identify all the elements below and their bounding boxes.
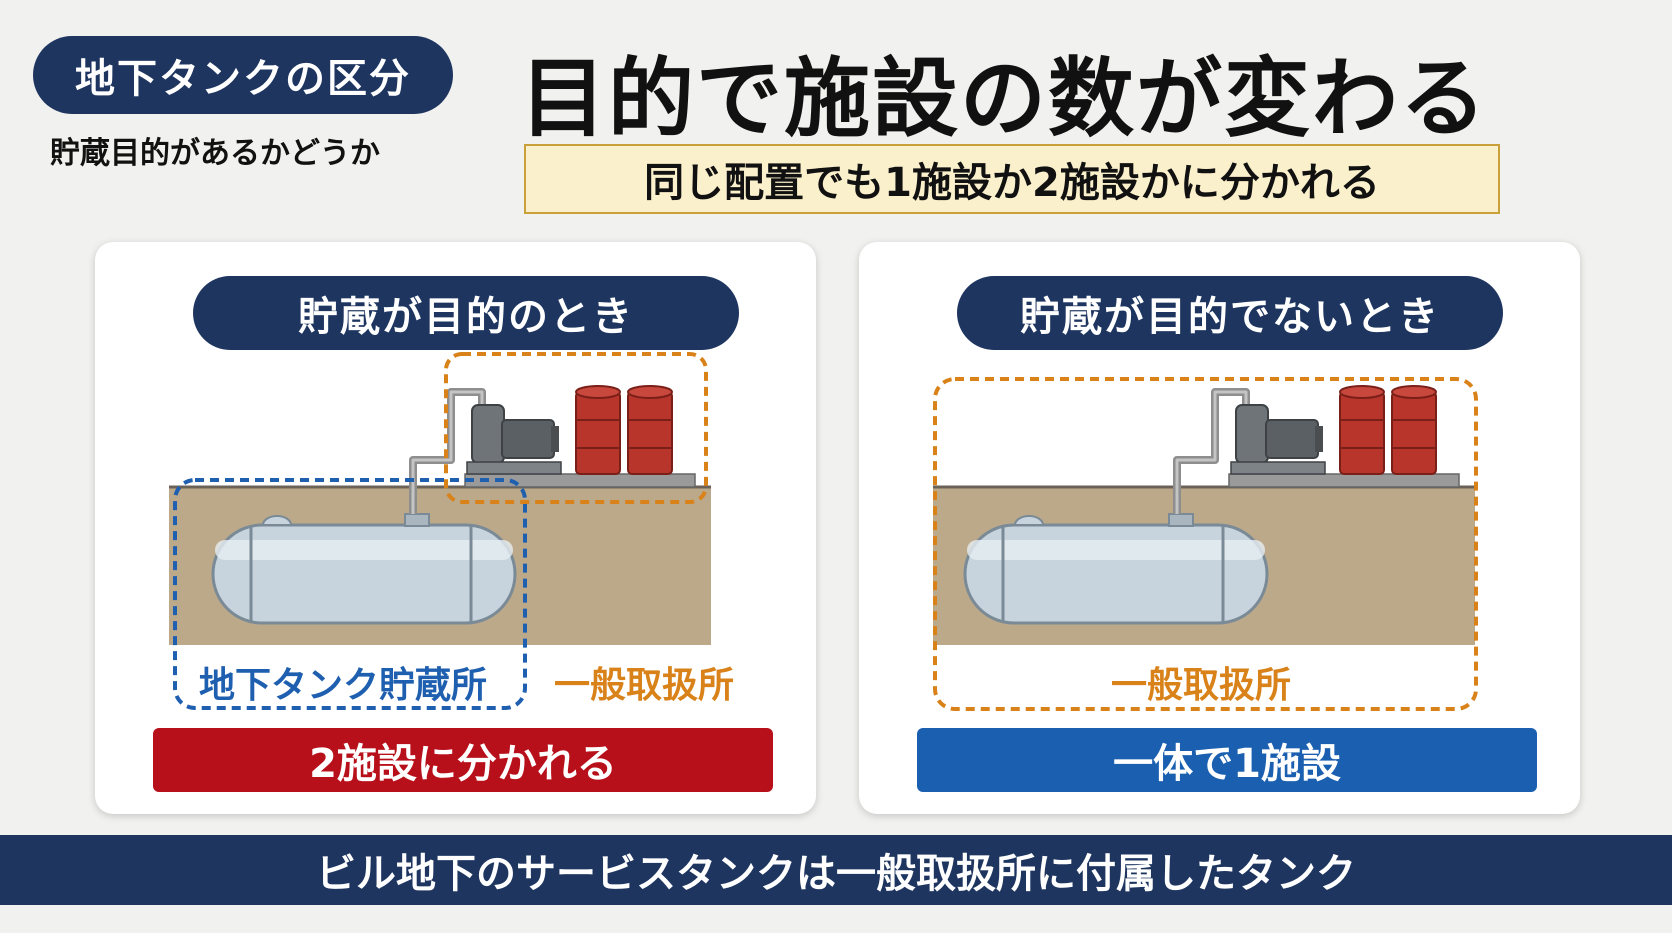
panel-storage-purpose: 貯蔵が目的のとき — [95, 242, 816, 814]
panel-non-storage-purpose: 貯蔵が目的でないとき — [859, 242, 1580, 814]
storage-diagram — [169, 352, 711, 710]
non-storage-diagram — [933, 377, 1478, 711]
general-handling-boundary — [444, 352, 708, 504]
subtitle-banner: 同じ配置でも1施設か2施設かに分かれる — [524, 144, 1500, 214]
page-title: 目的で施設の数が変わる — [520, 49, 1488, 149]
general-handling-label: 一般取扱所 — [1111, 665, 1292, 706]
drum-icon — [1391, 385, 1437, 475]
underground-tank-icon — [963, 513, 1269, 625]
footer-note: ビル地下のサービスタンクは一般取扱所に付属したタンク — [0, 835, 1672, 905]
general-handling-label: 一般取扱所 — [554, 665, 735, 706]
drum-icon — [1339, 385, 1385, 475]
section-subtag: 貯蔵目的があるかどうか — [50, 136, 380, 171]
underground-tank-icon — [211, 513, 517, 625]
drum-icon — [575, 385, 621, 475]
pump-icon — [1230, 404, 1326, 475]
panel-heading: 貯蔵が目的のとき — [193, 276, 739, 350]
general-handling-boundary — [933, 377, 1478, 711]
section-tag: 地下タンクの区分 — [33, 36, 453, 114]
equipment-base — [1228, 473, 1460, 488]
tank-storage-boundary — [173, 478, 527, 710]
panel-heading: 貯蔵が目的でないとき — [957, 276, 1503, 350]
drum-icon — [627, 385, 673, 475]
pump-icon — [466, 404, 562, 475]
result-badge: 2施設に分かれる — [153, 728, 773, 792]
result-badge: 一体で1施設 — [917, 728, 1537, 792]
tank-storage-label: 地下タンク貯蔵所 — [199, 665, 488, 706]
